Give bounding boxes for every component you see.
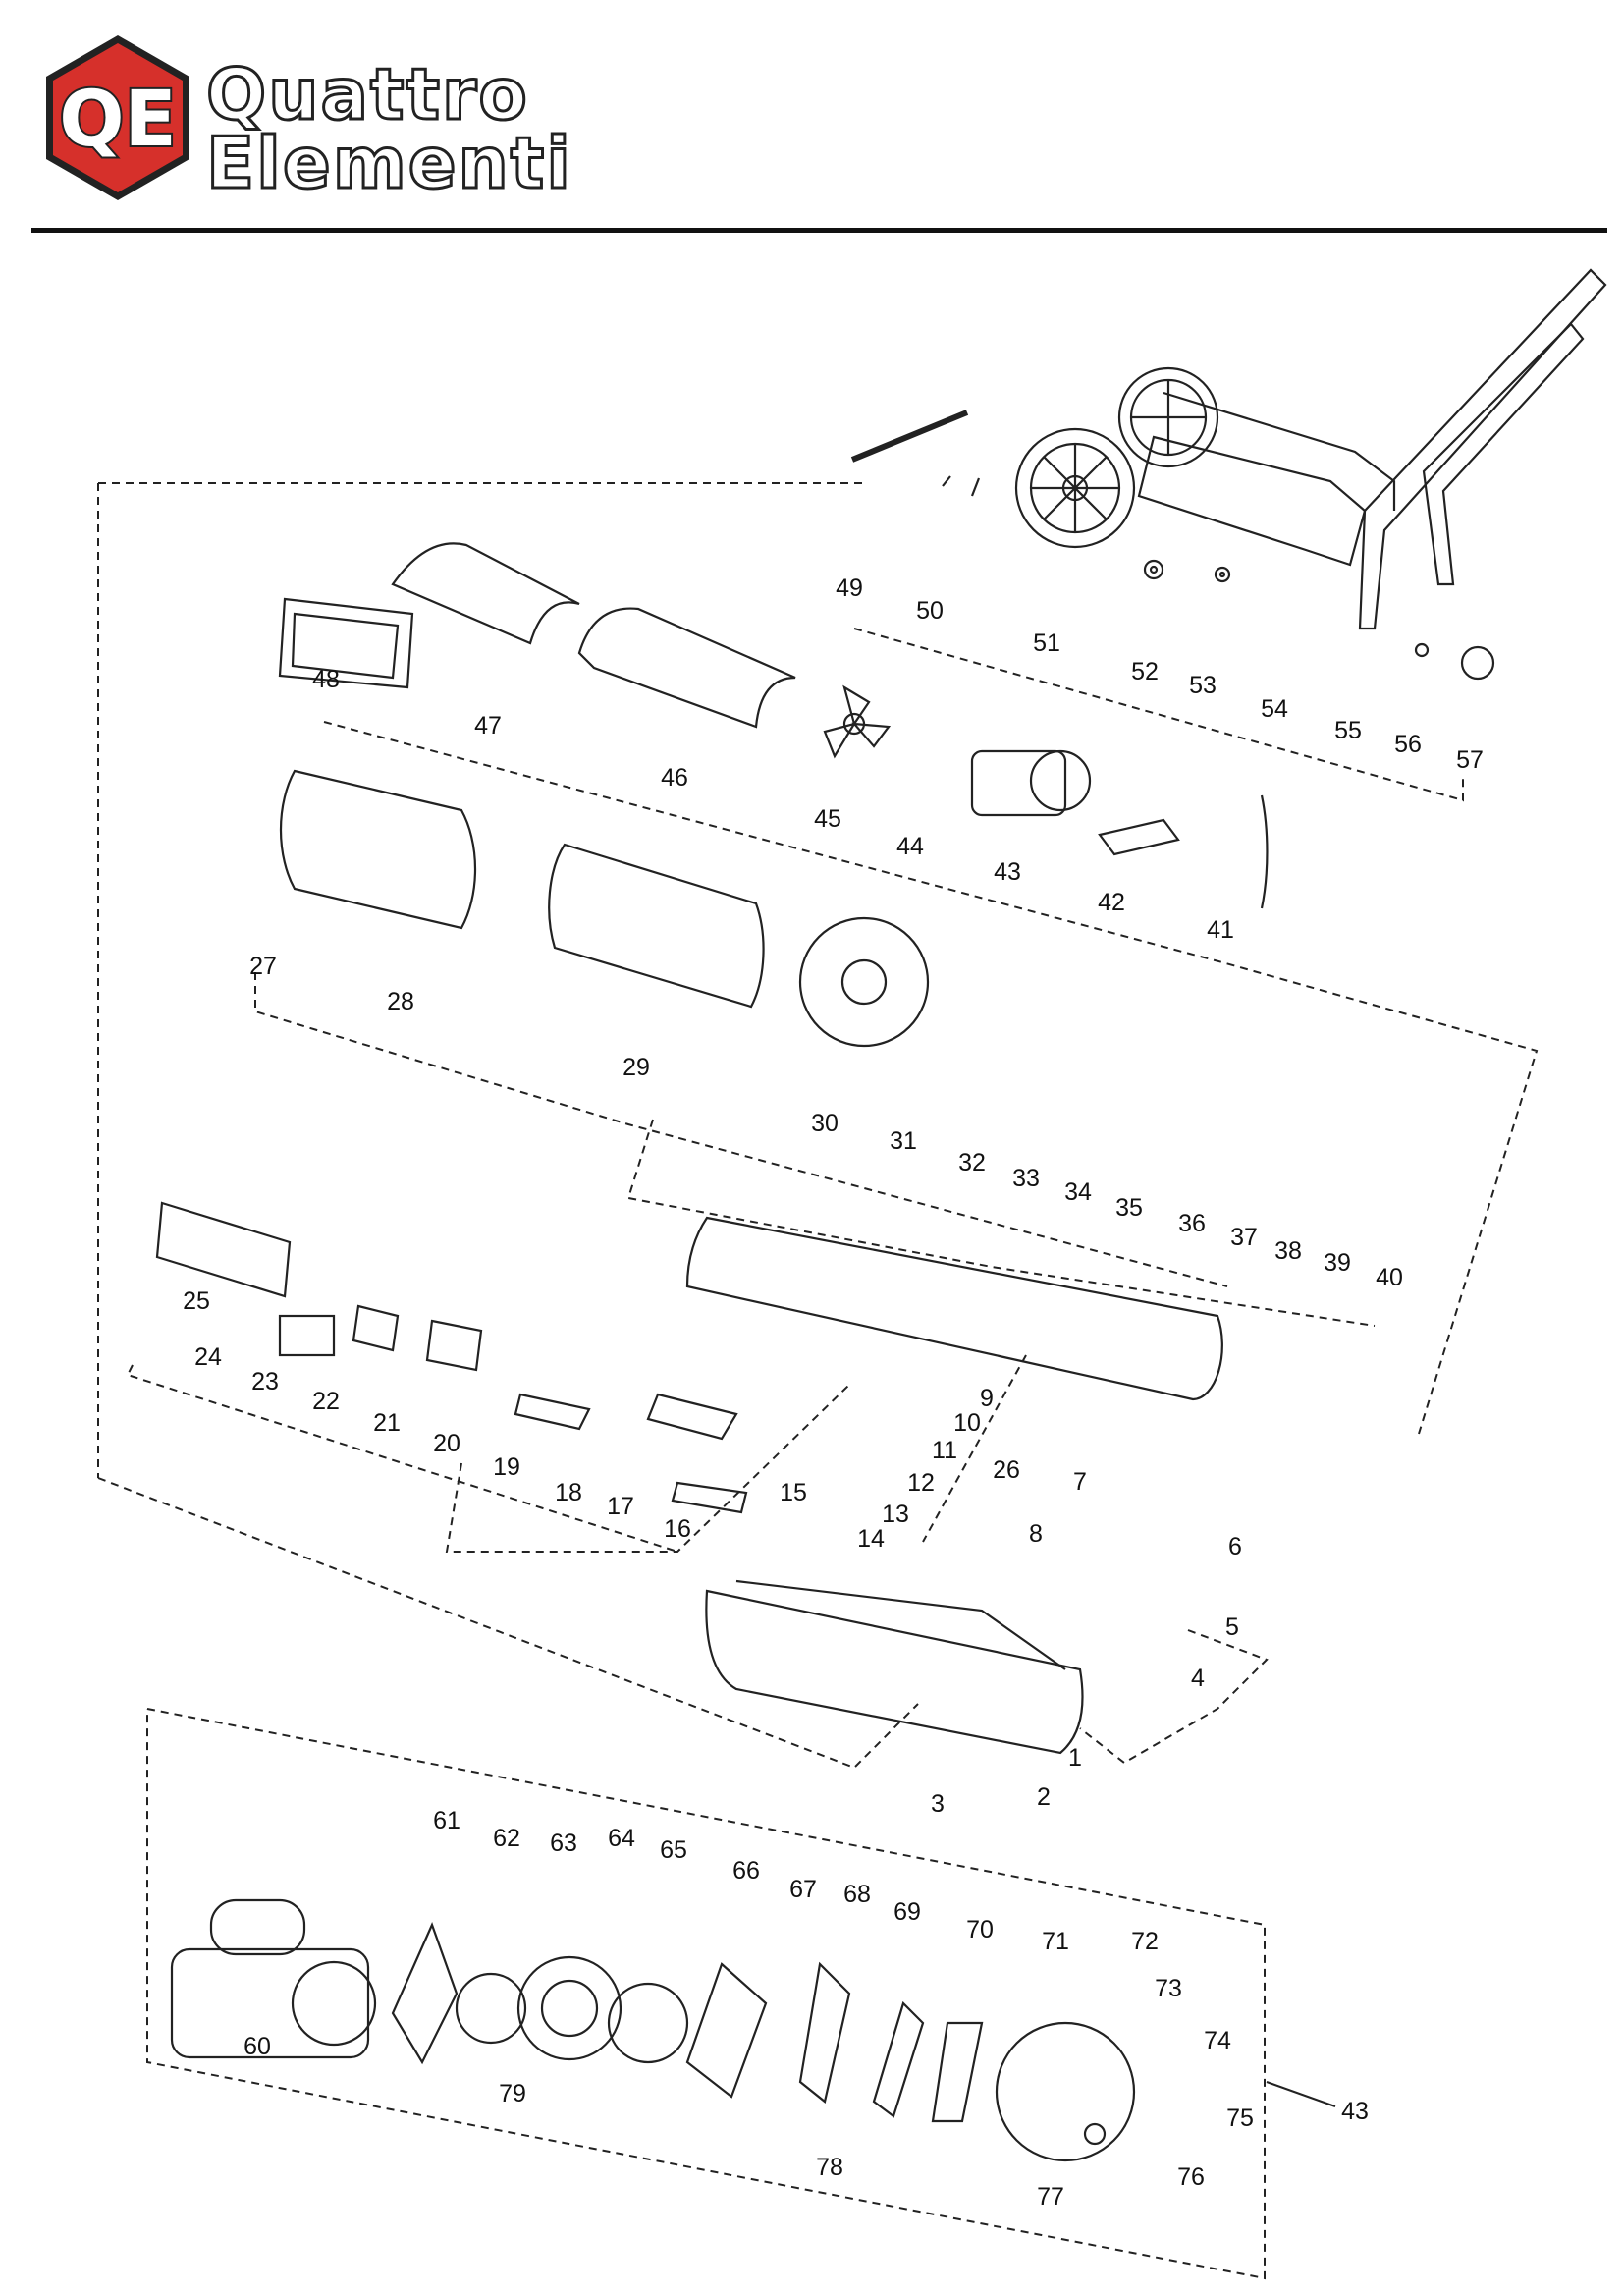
callout-77: 77 — [1037, 2183, 1064, 2211]
leader-line — [1266, 2081, 1336, 2107]
callout-10: 10 — [953, 1409, 981, 1437]
callout-28: 28 — [387, 988, 414, 1015]
callout-34: 34 — [1064, 1178, 1092, 1206]
callout-23: 23 — [251, 1368, 279, 1395]
callout-labels: 1234567891011121314151617181920212223242… — [183, 574, 1484, 2211]
wheel-rear-icon — [1117, 366, 1219, 468]
callout-15: 15 — [780, 1479, 807, 1506]
callout-75: 75 — [1226, 2105, 1254, 2132]
callout-50: 50 — [916, 597, 944, 625]
callout-13: 13 — [882, 1501, 909, 1528]
callout-65: 65 — [660, 1836, 687, 1864]
callout-67: 67 — [789, 1876, 817, 1903]
callout-31: 31 — [890, 1127, 917, 1155]
grouping-lines — [97, 482, 1539, 2280]
callout-49: 49 — [836, 574, 863, 602]
header-rule — [31, 228, 1607, 233]
callout-40: 40 — [1376, 1264, 1403, 1291]
exploded-parts-diagram: 1234567891011121314151617181920212223242… — [97, 268, 1607, 2280]
callout-4: 4 — [1191, 1665, 1205, 1692]
callout-26: 26 — [993, 1456, 1020, 1484]
callout-79: 79 — [499, 2080, 526, 2107]
callout-27: 27 — [249, 953, 277, 980]
callout-73: 73 — [1155, 1975, 1182, 2002]
callout-47: 47 — [474, 712, 502, 739]
callout-36: 36 — [1178, 1210, 1206, 1237]
callout-29: 29 — [622, 1054, 650, 1081]
callout-11: 11 — [932, 1437, 957, 1464]
callout-53: 53 — [1189, 672, 1217, 699]
callout-45: 45 — [814, 805, 841, 833]
callout-12: 12 — [907, 1469, 935, 1497]
callout-35: 35 — [1115, 1194, 1143, 1222]
fan-blade-icon — [823, 684, 892, 759]
callout-5: 5 — [1225, 1613, 1239, 1641]
callout-14: 14 — [857, 1525, 885, 1553]
callout-22: 22 — [312, 1388, 340, 1415]
qe-badge-icon: QE — [46, 35, 189, 200]
callout-57: 57 — [1456, 746, 1484, 774]
header: QE Quattro Elementi — [0, 0, 1623, 236]
callout-64: 64 — [608, 1825, 635, 1852]
brand-name-line1: Quattro — [205, 53, 529, 136]
callout-32: 32 — [958, 1149, 986, 1176]
callout-66: 66 — [732, 1857, 760, 1885]
callout-20: 20 — [433, 1430, 460, 1457]
callout-42: 42 — [1098, 889, 1125, 916]
callout-16: 16 — [664, 1515, 691, 1543]
part-drawings — [155, 268, 1607, 2162]
brand-logo: QE Quattro Elementi — [29, 29, 571, 216]
callout-2: 2 — [1037, 1783, 1051, 1811]
callout-48: 48 — [312, 666, 340, 693]
callout-6: 6 — [1228, 1533, 1242, 1560]
callout-60: 60 — [243, 2033, 271, 2060]
callout-43: 43 — [994, 858, 1021, 886]
callout-68: 68 — [843, 1881, 871, 1908]
callout-1: 1 — [1068, 1744, 1082, 1772]
callout-71: 71 — [1042, 1928, 1069, 1955]
callout-18: 18 — [555, 1479, 582, 1506]
brand-name-line2: Elementi — [205, 122, 572, 204]
callout-56: 56 — [1394, 731, 1422, 758]
callout-24: 24 — [194, 1343, 222, 1371]
callout-51: 51 — [1033, 629, 1060, 657]
callout-78: 78 — [816, 2154, 843, 2181]
callout-8: 8 — [1029, 1520, 1043, 1548]
callout-54: 54 — [1261, 695, 1288, 723]
callout-38: 38 — [1274, 1237, 1302, 1265]
wheel-front-icon — [1014, 427, 1136, 549]
callout-69: 69 — [893, 1898, 921, 1926]
callout-17: 17 — [607, 1493, 634, 1520]
callout-63: 63 — [550, 1830, 577, 1857]
callout-30: 30 — [811, 1110, 839, 1137]
callout-41: 41 — [1207, 916, 1234, 944]
callout-61: 61 — [433, 1807, 460, 1834]
badge-monogram: QE — [59, 76, 177, 164]
callout-19: 19 — [493, 1453, 520, 1481]
callout-74: 74 — [1204, 2027, 1231, 2054]
callout-25: 25 — [183, 1287, 210, 1315]
callout-52: 52 — [1131, 658, 1159, 685]
callout-55: 55 — [1334, 717, 1362, 744]
callout-46: 46 — [661, 764, 688, 792]
callout-39: 39 — [1324, 1249, 1351, 1277]
callout-62: 62 — [493, 1825, 520, 1852]
callout-3: 3 — [931, 1790, 945, 1818]
callout-21: 21 — [373, 1409, 401, 1437]
callout-33: 33 — [1012, 1165, 1040, 1192]
callout-72: 72 — [1131, 1928, 1159, 1955]
callout-70: 70 — [966, 1916, 994, 1943]
callout-7: 7 — [1073, 1468, 1087, 1496]
callout-44: 44 — [896, 833, 924, 860]
callout-9: 9 — [980, 1385, 994, 1412]
callout-76: 76 — [1177, 2163, 1205, 2191]
callout-37: 37 — [1230, 1224, 1258, 1251]
callout-43-assembly: 43 — [1341, 2098, 1369, 2125]
